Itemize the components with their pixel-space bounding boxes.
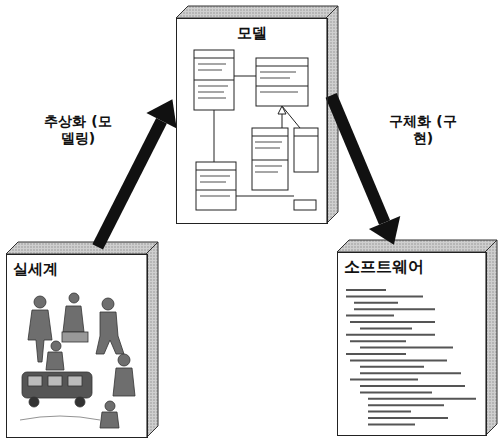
arrow-shaft <box>326 93 391 225</box>
code-line <box>346 353 406 355</box>
box-front-face <box>337 252 485 436</box>
code-line <box>360 366 424 368</box>
code-line <box>350 321 435 323</box>
code-line <box>368 411 411 413</box>
box-faces <box>6 6 497 438</box>
code-line <box>360 327 412 329</box>
code-line <box>346 334 435 336</box>
box-title: 모델 <box>177 19 327 42</box>
code-line <box>360 391 432 393</box>
box-title: 실세계 <box>7 255 147 278</box>
code-line <box>346 295 423 297</box>
arrow-head <box>369 216 400 245</box>
arrow-label: 구체화 (구현) <box>386 112 460 148</box>
box-top-face <box>176 6 338 18</box>
code-line <box>368 423 415 425</box>
cube-box: 모델 <box>176 18 328 224</box>
uml-illustration <box>194 50 318 210</box>
code-line <box>354 302 398 304</box>
code-line <box>350 379 418 381</box>
arrow-head <box>146 99 176 128</box>
box-title: 소프트웨어 <box>338 253 486 276</box>
box-top-face <box>6 242 158 254</box>
code-line <box>368 404 444 406</box>
code-line <box>368 398 476 400</box>
code-line <box>346 315 394 317</box>
box-top-face <box>337 240 497 252</box>
code-line <box>360 385 465 387</box>
people-illustration <box>20 293 135 428</box>
code-lines <box>346 290 476 424</box>
cube-box: 소프트웨어 <box>337 252 487 436</box>
arrow-label: 추상화 (모델링) <box>40 112 116 148</box>
cube-box: 실세계 <box>6 254 148 438</box>
code-line <box>368 417 448 419</box>
code-line <box>354 308 435 310</box>
code-line <box>360 347 453 349</box>
code-line <box>360 372 461 374</box>
code-line <box>350 359 447 361</box>
code-line <box>346 289 386 291</box>
box-front-face <box>176 18 326 224</box>
code-line <box>350 340 406 342</box>
box-front-face <box>6 254 146 438</box>
